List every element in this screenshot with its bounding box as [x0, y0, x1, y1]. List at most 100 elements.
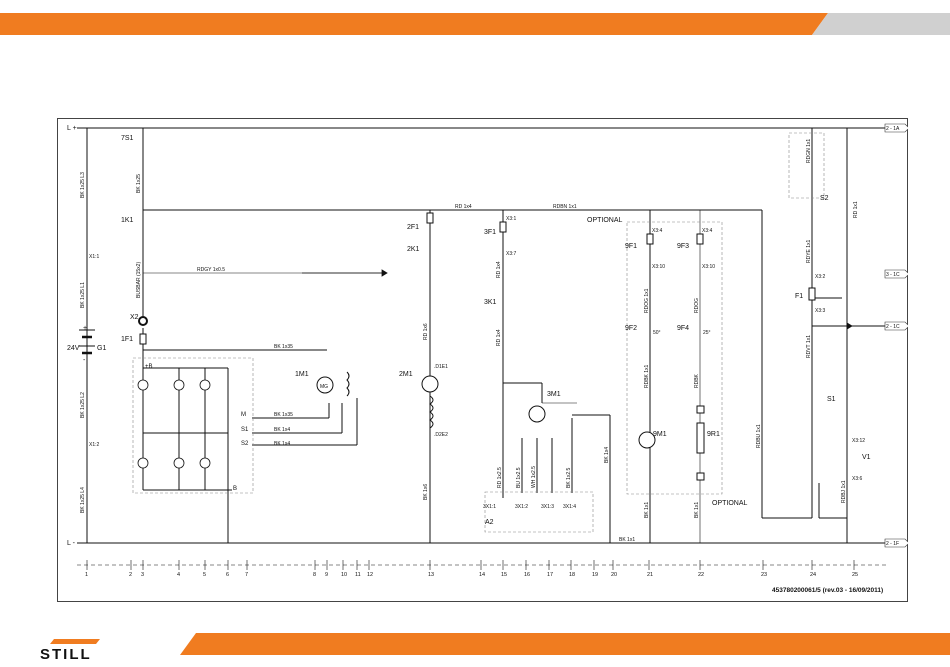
wire-bk35a: BK 1x35: [274, 344, 293, 350]
ref-3-1c: 3 - 1C: [886, 272, 900, 278]
column-number: 22: [698, 572, 704, 578]
wire-rdgy: RDGY 1x0.5: [197, 267, 225, 273]
m1-motor-label: 1M1: [295, 371, 309, 378]
wire-bk25e: BK 1x25 L4: [80, 487, 86, 513]
wire-rdog2: RDOG: [694, 298, 700, 313]
column-number: 6: [226, 572, 229, 578]
top-accent-band: [0, 13, 950, 35]
wire-rdbk: RDBK 1x1: [644, 364, 650, 388]
column-number: 25: [852, 572, 858, 578]
wire-bk1b: BK 1x1: [644, 502, 650, 518]
wire-rd4: RD 1x4: [455, 204, 472, 210]
volt-label: 24V: [67, 345, 80, 352]
x36-label: X3:6: [852, 476, 863, 482]
k2-label: 2K1: [407, 246, 420, 253]
wire-rd4b: RD 1x4: [496, 261, 502, 278]
wire-rd4c: RD 1x4: [496, 329, 502, 346]
column-number: 3: [141, 572, 144, 578]
column-number: 21: [647, 572, 653, 578]
column-number: 11: [355, 572, 361, 578]
column-number: 14: [479, 572, 485, 578]
optional-label-2: OPTIONAL: [712, 500, 748, 507]
f1-label: 1F1: [121, 336, 133, 343]
wire-rdbu: RDBU 1x1: [756, 424, 762, 448]
wire-rdgn: RDGN 1x1: [806, 139, 812, 163]
rail-bottom: L -: [67, 540, 76, 547]
wire-rdvt: RDVT 1x1: [806, 335, 812, 358]
wire-bk6: BK 1x6: [423, 484, 429, 500]
d1e1-label: .D1E1: [434, 364, 448, 370]
mg-label: MG: [320, 384, 328, 390]
circuit-diagram: L + L - 7S1 1K1 1F1 G1 24V X2 + - 1M1 MG…: [57, 118, 908, 602]
ref-2-1f: 2 - 1F: [886, 541, 899, 547]
bplus-label: +B: [145, 364, 153, 370]
x34-label: X3:4: [652, 228, 663, 234]
wire-bu25: BU 1x2.5: [516, 467, 522, 488]
x312-label: X3:12: [852, 438, 865, 444]
wire-rdog: RDOG 1x1: [644, 288, 650, 313]
k1-label: 1K1: [121, 217, 134, 224]
s1-label: S1: [827, 396, 836, 403]
wire-bk25a: BK 1x25 L3: [80, 172, 86, 198]
f9a-label: 9F1: [625, 243, 637, 250]
column-number: 15: [501, 572, 507, 578]
column-number: 8: [313, 572, 316, 578]
wire-rd1: RD 1x1: [853, 201, 859, 218]
rail-top: L +: [67, 125, 77, 132]
temp-25: 25°: [703, 330, 711, 336]
b-label: B: [233, 486, 237, 492]
column-number: 13: [428, 572, 434, 578]
column-number: 12: [367, 572, 373, 578]
column-number: 17: [547, 572, 553, 578]
s2-label: S2: [820, 195, 829, 202]
logo-wordmark: STILL: [40, 646, 92, 661]
minus-sign: -: [83, 357, 86, 364]
r9-label: 9R1: [707, 431, 720, 438]
s1-in-label: S1: [241, 427, 249, 433]
f9b-label: 9F2: [625, 325, 637, 332]
m-label: M: [241, 412, 246, 418]
wire-rd6: RD 1x6: [423, 323, 429, 340]
g1-label: G1: [97, 345, 106, 352]
column-number: 2: [129, 572, 132, 578]
x310b-label: X3:10: [702, 264, 715, 270]
wire-bk25f: BK 1x2.5: [566, 467, 572, 488]
k3-label: 3K1: [484, 299, 497, 306]
wire-rdye: RDYE 1x1: [806, 239, 812, 263]
document-reference: 453780200061/5 (rev.03 - 16/09/2011): [772, 587, 883, 594]
a2-label: A2: [485, 519, 494, 526]
s2-in-label: S2: [241, 441, 249, 447]
f9c-label: 9F3: [677, 243, 689, 250]
pin-2: 3X1:2: [515, 504, 528, 510]
wire-bk1: BK 1x1: [619, 537, 635, 543]
x33-label: X3:3: [815, 308, 826, 314]
wire-rd25: RD 1x2.5: [497, 467, 503, 488]
pin-4: 3X1:4: [563, 504, 576, 510]
column-number: 7: [245, 572, 248, 578]
x37-label: X3:7: [506, 251, 517, 257]
f3-label: 3F1: [484, 229, 496, 236]
column-number: 23: [761, 572, 767, 578]
ref-2-1a: 2 - 1A: [886, 126, 900, 132]
wire-wh25: WH 1x2.5: [531, 466, 537, 488]
wire-rdbj: RDBJ 1x1: [841, 480, 847, 503]
column-number: 19: [592, 572, 598, 578]
still-logo: STILL: [40, 637, 120, 663]
plus-sign: +: [83, 325, 87, 332]
pin-3: 3X1:3: [541, 504, 554, 510]
column-number: 5: [203, 572, 206, 578]
f2-label: 2F1: [407, 224, 419, 231]
s7-label: 7S1: [121, 135, 134, 142]
m2-label: 2M1: [399, 371, 413, 378]
wire-bk25d: BK 1x25 L2: [80, 392, 86, 418]
column-number: 1: [85, 572, 88, 578]
column-number: 20: [611, 572, 617, 578]
wire-rdbn: RDBN 1x1: [553, 204, 577, 210]
x32-label: X3:2: [815, 274, 826, 280]
column-number: 4: [177, 572, 180, 578]
m9-label: 9M1: [653, 431, 667, 438]
bottom-accent-band: [0, 633, 950, 655]
wire-bk1c: BK 1x1: [694, 502, 700, 518]
x2-label: X2: [130, 314, 139, 321]
v1-label: V1: [862, 454, 871, 461]
